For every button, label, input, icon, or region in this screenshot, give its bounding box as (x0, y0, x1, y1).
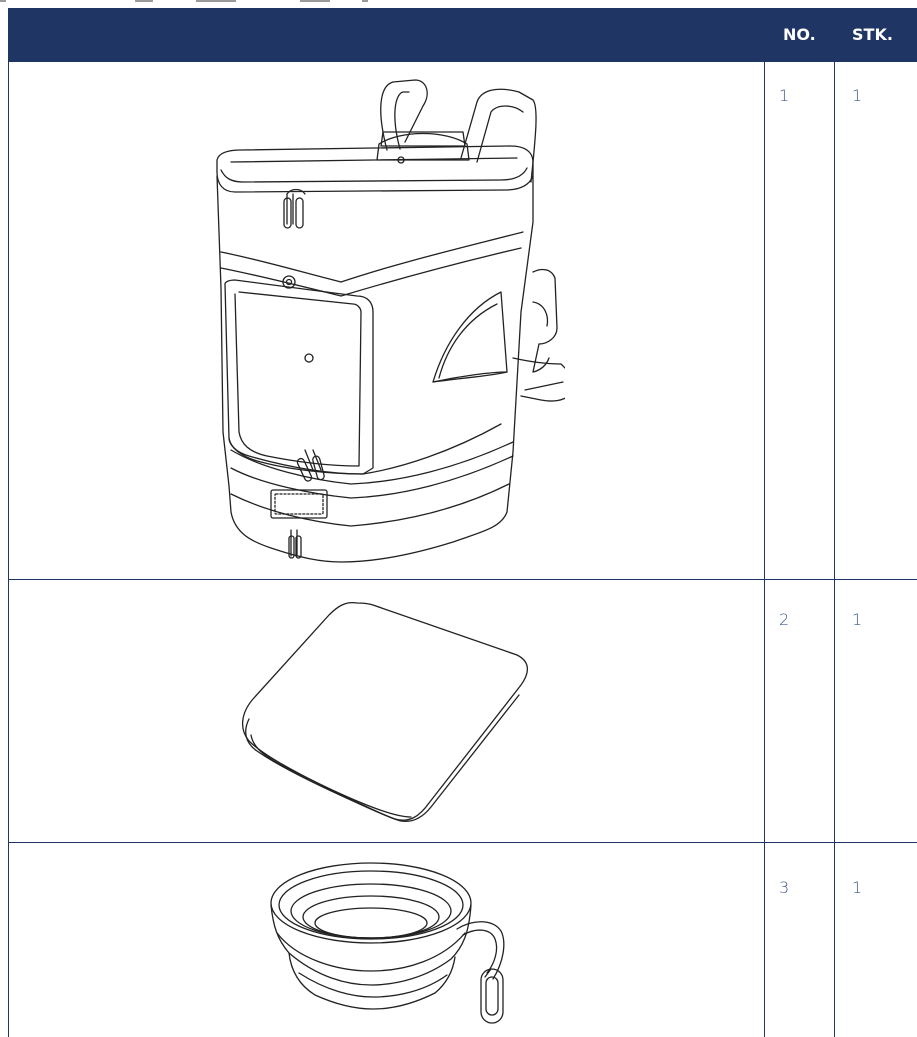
collapsible-bowl-icon (267, 853, 511, 1027)
header-no: NO. (783, 25, 816, 44)
header-stk: STK. (852, 25, 893, 44)
cushion-pad-icon (233, 595, 539, 827)
grid-line-no (764, 62, 765, 1037)
cropped-text-fragment (0, 0, 917, 8)
row-no: 3 (779, 878, 790, 897)
row-stk: 1 (852, 610, 863, 629)
row-stk: 1 (852, 878, 863, 897)
parts-list-table: NO. STK. (8, 8, 917, 1037)
row-no: 1 (779, 86, 790, 105)
row-divider (8, 579, 917, 580)
row-divider (8, 842, 917, 843)
row-stk: 1 (852, 86, 863, 105)
row-no: 2 (779, 610, 790, 629)
table-header: NO. STK. (8, 8, 917, 62)
grid-line-left (8, 62, 9, 1037)
pet-carrier-backpack-icon (201, 72, 565, 568)
grid-line-stk (834, 62, 835, 1037)
